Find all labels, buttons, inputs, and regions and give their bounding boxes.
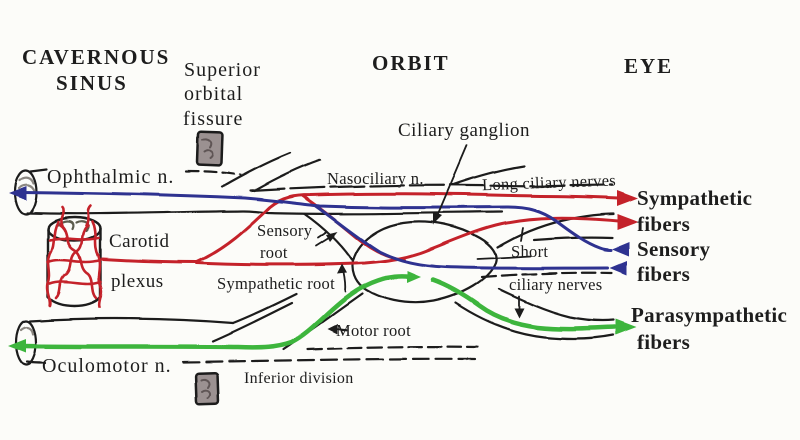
inferior-division-upper-edge bbox=[306, 345, 480, 351]
label-short-ciliary-nerves: ciliary nerves bbox=[509, 275, 603, 294]
short-ciliary-inner-edge bbox=[477, 255, 531, 260]
sympathetic-fibers-group bbox=[46, 192, 620, 309]
oculomotor-left-arrow-icon bbox=[8, 339, 26, 353]
label-inferior-division: Inferior division bbox=[244, 370, 354, 387]
label-long-ciliary-nerves: Long ciliary nerves bbox=[482, 171, 617, 195]
sympathetic-arrow-1-icon bbox=[617, 190, 638, 206]
label-carotid-plexus: Carotid bbox=[109, 231, 170, 252]
sensory-root-path bbox=[314, 204, 610, 270]
label-parasympathetic-fibers: Parasympathetic bbox=[631, 303, 787, 327]
short-ciliary-lower-edge bbox=[480, 271, 614, 279]
sensory-arrow-2-icon bbox=[610, 261, 627, 275]
parasympathetic-postganglionic-path bbox=[430, 277, 617, 331]
ciliary-nerves-leader-arrow-icon bbox=[514, 308, 524, 318]
label-sympathetic-fibers: fibers bbox=[637, 212, 690, 236]
diagram-artwork bbox=[8, 130, 638, 406]
sensory-ophthalmic-path bbox=[20, 190, 613, 252]
plexus-stroke bbox=[58, 223, 98, 300]
motor-root-tip-arrow-icon bbox=[407, 271, 421, 283]
sympathetic-arrow-2-icon bbox=[617, 214, 638, 230]
region-eye: EYE bbox=[624, 54, 673, 78]
cylinder-top bbox=[46, 216, 102, 242]
bone-fragment-top bbox=[195, 130, 224, 167]
arrowheads bbox=[8, 186, 638, 353]
bone-fragment-bottom bbox=[194, 371, 220, 406]
ciliary-ganglion-leader bbox=[435, 145, 468, 220]
parasympathetic-fibers-group bbox=[19, 273, 617, 350]
ciliary-ganglion-leader-arrow-icon bbox=[433, 212, 442, 225]
region-orbit: ORBIT bbox=[372, 51, 450, 75]
diagram-labels: CAVERNOUS SINUS Superior orbital fissure… bbox=[22, 45, 787, 387]
label-nasociliary-nerve: Nasociliary n. bbox=[327, 169, 424, 188]
sympathetic-path-long-ciliary bbox=[195, 192, 620, 264]
label-motor-root: Motor root bbox=[336, 321, 411, 340]
plexus-stroke bbox=[46, 236, 102, 286]
region-cavernous-sinus: CAVERNOUS bbox=[22, 45, 170, 69]
oculomotor-branch-edge-2 bbox=[211, 301, 294, 343]
ganglion-synapse-dot bbox=[422, 273, 433, 284]
region-fissure: Superior bbox=[184, 59, 261, 81]
sensory-fibers-group bbox=[20, 190, 613, 270]
label-short-ciliary-nerves: Short bbox=[511, 242, 548, 261]
lower-ciliary-top-edge bbox=[497, 287, 615, 322]
bundle-top-edge bbox=[248, 183, 614, 193]
lower-ciliary-bottom-edge bbox=[454, 301, 615, 340]
oculomotor-tube-top bbox=[28, 317, 235, 325]
label-ophthalmic-nerve: Ophthalmic n. bbox=[47, 166, 174, 188]
short-label-leader bbox=[520, 227, 524, 242]
bone-rect-icon bbox=[194, 371, 220, 406]
label-sensory-root: root bbox=[260, 243, 288, 262]
parasympathetic-motor-root-path bbox=[19, 274, 413, 350]
label-sensory-fibers: fibers bbox=[637, 262, 690, 286]
sensory-arrow-1-icon bbox=[612, 242, 629, 256]
ophthalmic-tube-top-dashed bbox=[184, 169, 242, 177]
label-parasympathetic-fibers: fibers bbox=[637, 330, 690, 354]
bundle-bottom-edge bbox=[266, 210, 504, 215]
fissure-curve-2 bbox=[252, 158, 322, 193]
cut-end-texture bbox=[19, 326, 35, 336]
region-fissure: orbital bbox=[184, 83, 243, 105]
long-ciliary-upper-curve bbox=[450, 164, 526, 187]
label-sensory-fibers: Sensory bbox=[637, 237, 710, 261]
sympathetic-plexus-exit bbox=[100, 257, 199, 264]
sympathetic-root-arrow-icon bbox=[337, 264, 347, 274]
bone-texture bbox=[200, 378, 212, 399]
label-sympathetic-root: Sympathetic root bbox=[217, 274, 335, 293]
label-oculomotor-nerve: Oculomotor n. bbox=[42, 355, 172, 377]
bone-texture bbox=[201, 138, 214, 159]
region-fissure: fissure bbox=[183, 108, 243, 130]
inferior-division-lower-edge bbox=[181, 357, 480, 364]
label-carotid-plexus: plexus bbox=[111, 271, 164, 292]
plexus-stroke bbox=[54, 224, 90, 300]
region-cavernous-sinus: SINUS bbox=[56, 71, 128, 95]
plexus-stroke bbox=[59, 204, 92, 228]
label-sensory-root: Sensory bbox=[257, 221, 313, 240]
short-ciliary-mid-edge bbox=[532, 236, 614, 242]
fissure-curve-1 bbox=[220, 151, 292, 189]
oculomotor-branch-edge-1 bbox=[231, 292, 298, 325]
leader-lines bbox=[315, 145, 524, 334]
sympathetic-root-path bbox=[195, 216, 620, 267]
sensory-root-arrow-icon bbox=[326, 232, 338, 242]
ophthalmic-tube-bottom bbox=[25, 209, 270, 215]
parasympathetic-arrow-icon bbox=[615, 319, 636, 335]
cut-end-texture bbox=[17, 176, 37, 193]
ophthalmic-tube-top-stub bbox=[29, 167, 49, 173]
oculomotor-tube-bottom-stub bbox=[25, 360, 47, 365]
ophthalmic-left-arrow-icon bbox=[9, 186, 27, 200]
label-ciliary-ganglion: Ciliary ganglion bbox=[398, 120, 530, 141]
label-sympathetic-fibers: Sympathetic bbox=[637, 186, 752, 210]
motor-root-arrow-icon bbox=[328, 324, 338, 334]
